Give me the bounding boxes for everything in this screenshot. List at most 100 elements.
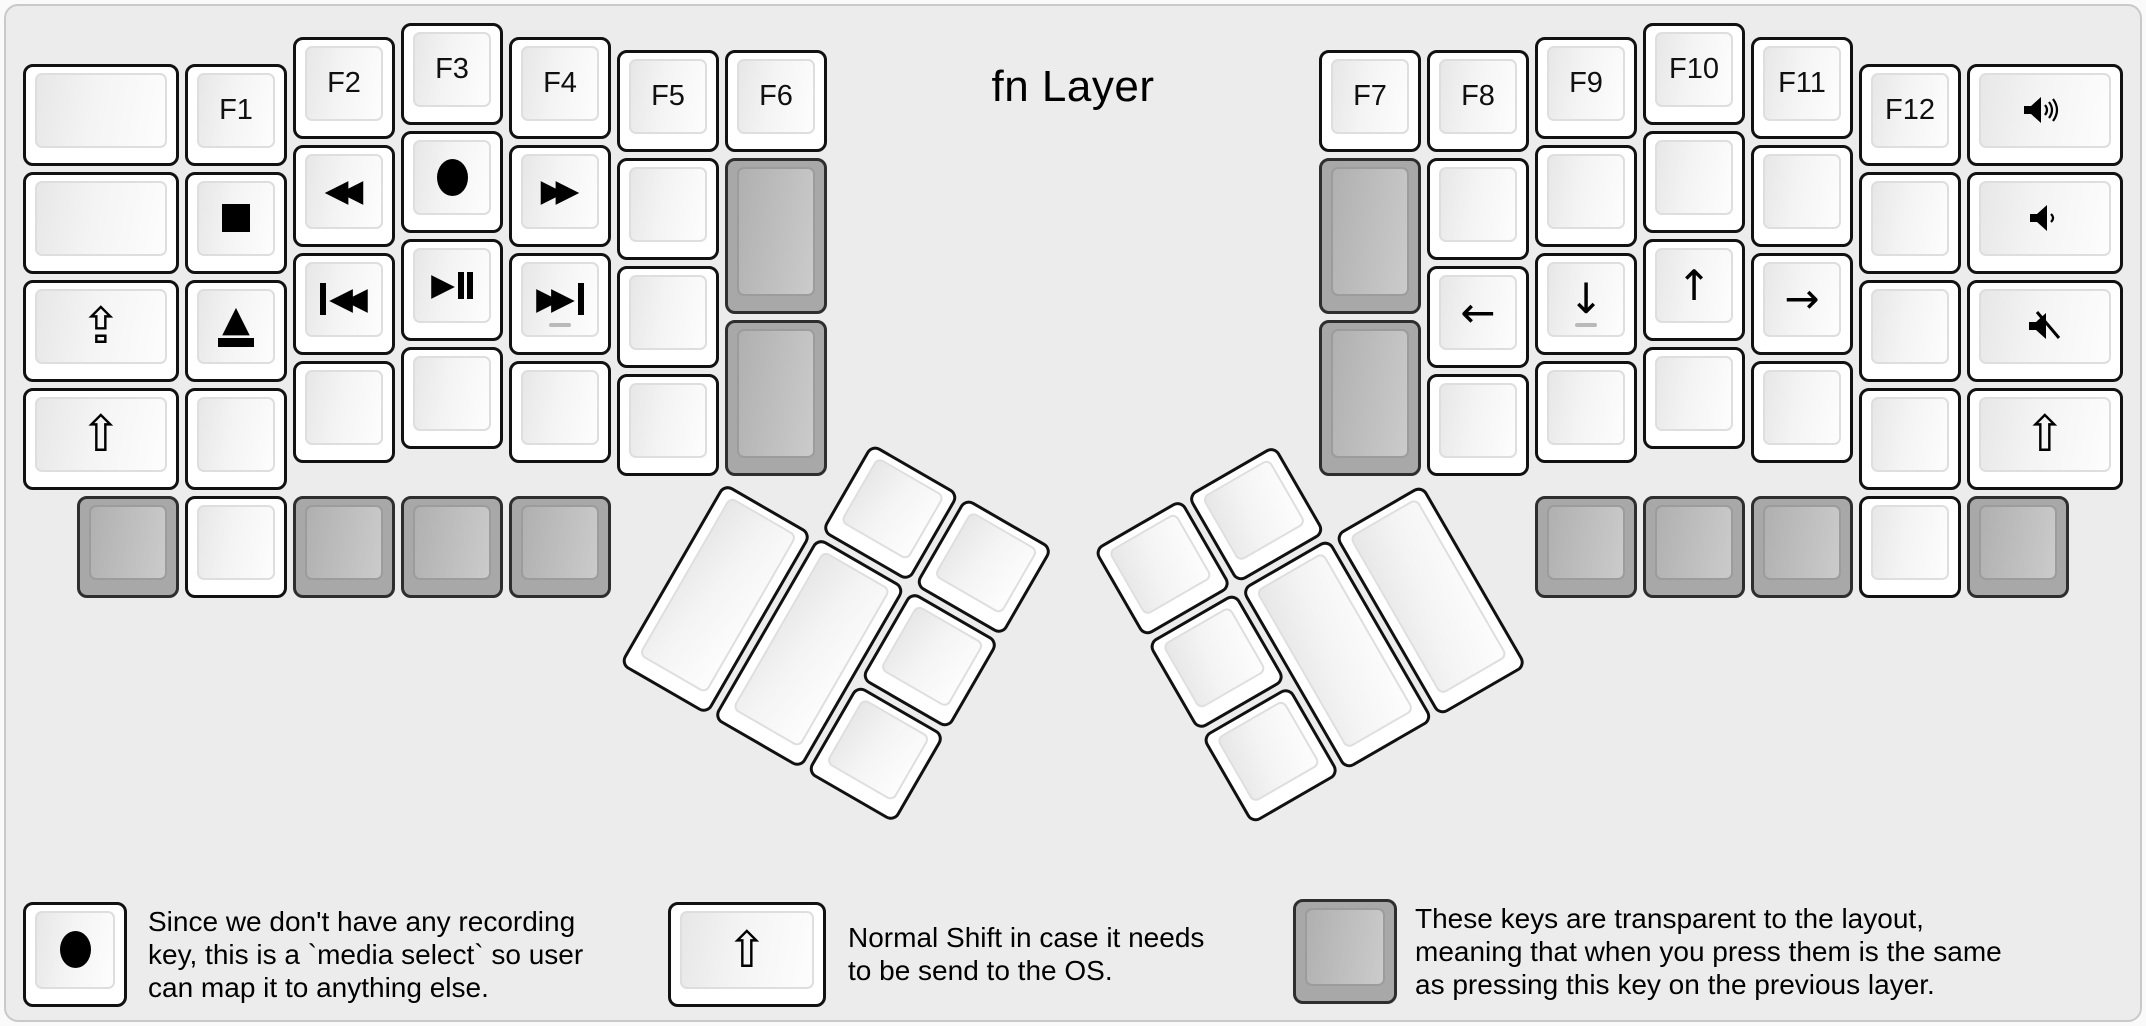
keytop: ↓ — [1547, 261, 1625, 337]
key-rewind: ◀◀ — [293, 144, 395, 247]
layer-title: fn Layer — [991, 62, 1155, 111]
keytop: ← — [1439, 275, 1517, 350]
key-transparent — [1643, 495, 1745, 598]
key-blank — [1643, 131, 1745, 233]
keytop — [1305, 907, 1385, 986]
keytop — [1201, 458, 1307, 563]
key-blank — [1535, 144, 1637, 247]
keytop — [197, 504, 275, 580]
keytop — [305, 504, 383, 580]
keytop — [413, 140, 491, 215]
key-blank — [617, 374, 719, 476]
key-blank — [1427, 158, 1529, 260]
keytop — [1331, 167, 1409, 296]
keytop: F9 — [1547, 45, 1625, 121]
key-caps-shift: ⇪ — [23, 279, 179, 382]
keytop — [1763, 504, 1841, 580]
keytop — [1215, 699, 1321, 804]
keytop — [1655, 356, 1733, 431]
keytop: F5 — [629, 59, 707, 134]
keytop — [1979, 72, 2111, 148]
key-eject: ▲ — [185, 279, 287, 382]
key-stop — [185, 171, 287, 274]
keytop: F7 — [1331, 59, 1409, 134]
next-track-icon: ▶▶ — [536, 283, 584, 315]
key-label: F12 — [1885, 93, 1935, 126]
key-transparent — [725, 320, 827, 476]
keytop — [629, 167, 707, 242]
key-transparent — [401, 495, 503, 598]
key-arrow-right: → — [1751, 252, 1853, 355]
keytop: ▶▶ — [521, 261, 599, 337]
keytop — [1763, 369, 1841, 445]
keytop — [1547, 153, 1625, 229]
keytop: ⇧ — [1979, 396, 2111, 472]
play-pause-icon: ▶ — [431, 270, 473, 301]
key-blank — [185, 387, 287, 490]
key-label: F11 — [1778, 66, 1826, 99]
legend-key-sample — [1293, 898, 1397, 1004]
caps-shift-icon: ⇪ — [80, 297, 122, 355]
keytop — [1161, 605, 1267, 710]
key-f2: F2 — [293, 36, 395, 139]
key-fast-forward: ▶▶ — [509, 144, 611, 247]
key-arrow-left: ← — [1427, 266, 1529, 368]
volume-up-icon — [2024, 97, 2059, 123]
keytop — [1439, 383, 1517, 458]
keytop — [521, 369, 599, 445]
previous-track-icon: ◀◀ — [320, 283, 368, 315]
key-f6: F6 — [725, 50, 827, 152]
key-label: F1 — [219, 93, 253, 126]
keytop: ↑ — [1655, 248, 1733, 323]
keytop — [1547, 504, 1625, 580]
key-blank — [23, 171, 179, 274]
key-volume-up — [1967, 63, 2123, 166]
legend-record-key — [23, 901, 127, 1007]
key-prev-track: ◀◀ — [293, 252, 395, 355]
keytop: F3 — [413, 32, 491, 107]
key-f9: F9 — [1535, 36, 1637, 139]
key-blank — [617, 158, 719, 260]
keytop: ⇪ — [35, 288, 167, 364]
key-label: F10 — [1669, 53, 1719, 85]
legend-shift-key: ⇧ — [668, 901, 826, 1007]
key-blank — [23, 63, 179, 166]
key-blank — [1751, 360, 1853, 463]
shift-icon: ⇧ — [80, 405, 122, 463]
keytop — [629, 383, 707, 458]
keytop — [1439, 167, 1517, 242]
keytop: ◀◀ — [305, 153, 383, 229]
key-blank — [1535, 360, 1637, 463]
key-blank — [1643, 347, 1745, 449]
keytop — [1871, 396, 1949, 472]
keytop — [1979, 504, 2057, 580]
keytop: ▲ — [197, 288, 275, 364]
keytop — [35, 180, 167, 256]
keytop — [1655, 140, 1733, 215]
keytop — [35, 910, 115, 989]
keytop: F4 — [521, 45, 599, 121]
key-blank — [509, 360, 611, 463]
keytop — [1331, 329, 1409, 458]
keytop — [1871, 180, 1949, 256]
key-f4: F4 — [509, 36, 611, 139]
legend-item-media-select: Since we don't have any recording key, t… — [23, 898, 583, 1010]
keytop — [1107, 512, 1213, 617]
key-blank — [1751, 144, 1853, 247]
key-transparent — [1319, 320, 1421, 476]
shift-icon: ⇧ — [726, 920, 768, 979]
key-transparent — [725, 158, 827, 314]
stop-icon — [222, 204, 250, 232]
keytop — [413, 504, 491, 580]
key-blank — [1859, 495, 1961, 598]
keytop: ▶▶ — [521, 153, 599, 229]
keytop: ⇧ — [35, 396, 167, 472]
keytop — [1979, 180, 2111, 256]
keytop — [737, 167, 815, 296]
key-f7: F7 — [1319, 50, 1421, 152]
key-f11: F11 — [1751, 36, 1853, 139]
key-label: F6 — [759, 80, 793, 112]
key-f5: F5 — [617, 50, 719, 152]
legend-transparent-key — [1293, 898, 1397, 1004]
arrow-up-icon: ↑ — [1676, 260, 1712, 310]
